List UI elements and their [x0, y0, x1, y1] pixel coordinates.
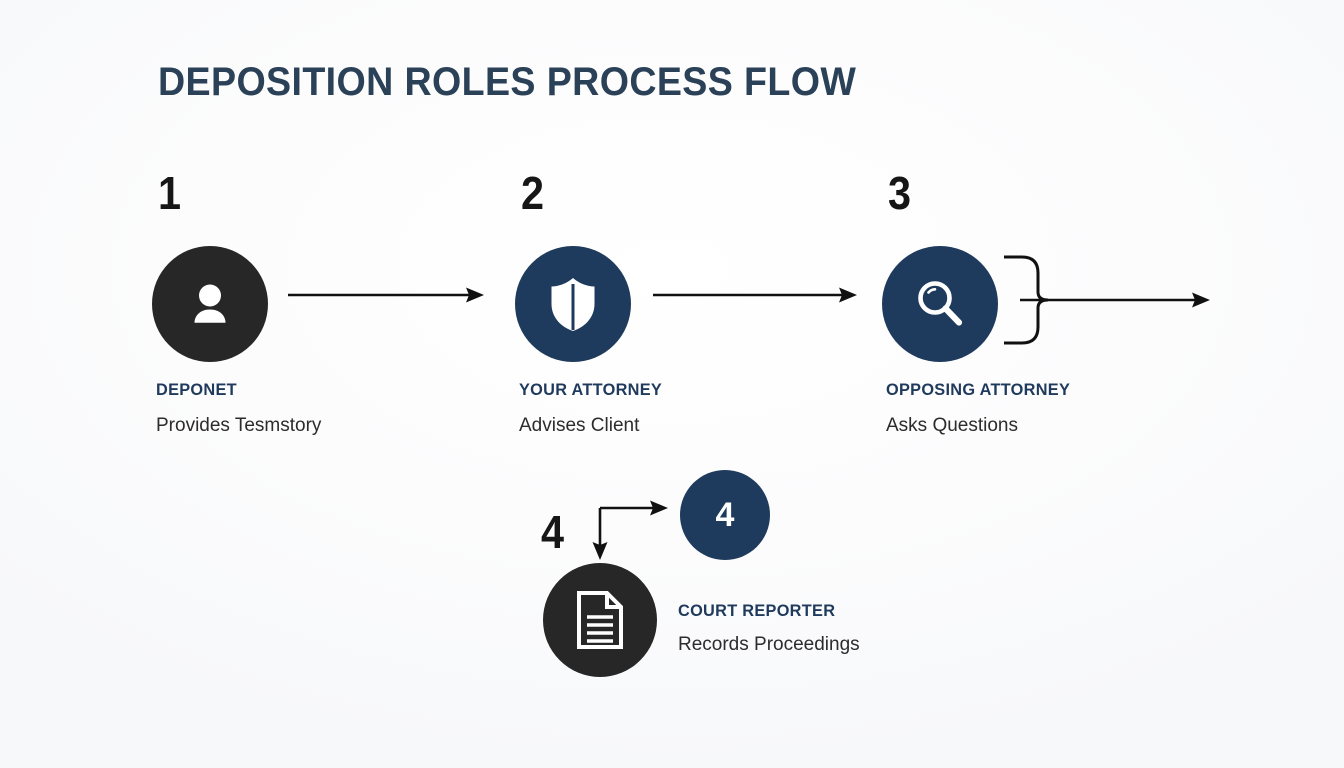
arrow-step2-to-step3 [653, 277, 859, 313]
step-icon-circle-4 [543, 563, 657, 677]
step-description-2: Advises Client [519, 415, 640, 436]
magnifier-icon [911, 275, 969, 333]
step-icon-circle-2 [515, 246, 631, 362]
step-number-1: 1 [158, 167, 182, 219]
merge-bracket-after-step3 [1000, 250, 1230, 350]
step-icon-circle-3 [882, 246, 998, 362]
document-icon [574, 590, 626, 650]
step-description-1: Provides Tesmstory [156, 415, 322, 436]
step-number-badge-4: 4 [680, 470, 770, 560]
step-label-2: YOUR ATTORNEY [519, 380, 663, 399]
step4-corner-connector [592, 488, 692, 568]
shield-icon [545, 274, 601, 334]
step-description-3: Asks Questions [886, 415, 1018, 436]
step-description-4: Records Proceedings [678, 634, 860, 655]
step-number-2: 2 [521, 167, 545, 219]
step-number-4: 4 [541, 506, 565, 558]
step-label-1: DEPONET [156, 380, 237, 399]
step-label-3: OPPOSING ATTORNEY [886, 380, 1071, 399]
arrow-step1-to-step2 [288, 277, 486, 313]
page-title: DEPOSITION ROLES PROCESS FLOW [158, 60, 857, 104]
person-icon [181, 275, 239, 333]
step-label-4: COURT REPORTER [678, 601, 836, 620]
step-icon-circle-1 [152, 246, 268, 362]
step-number-3: 3 [888, 167, 912, 219]
